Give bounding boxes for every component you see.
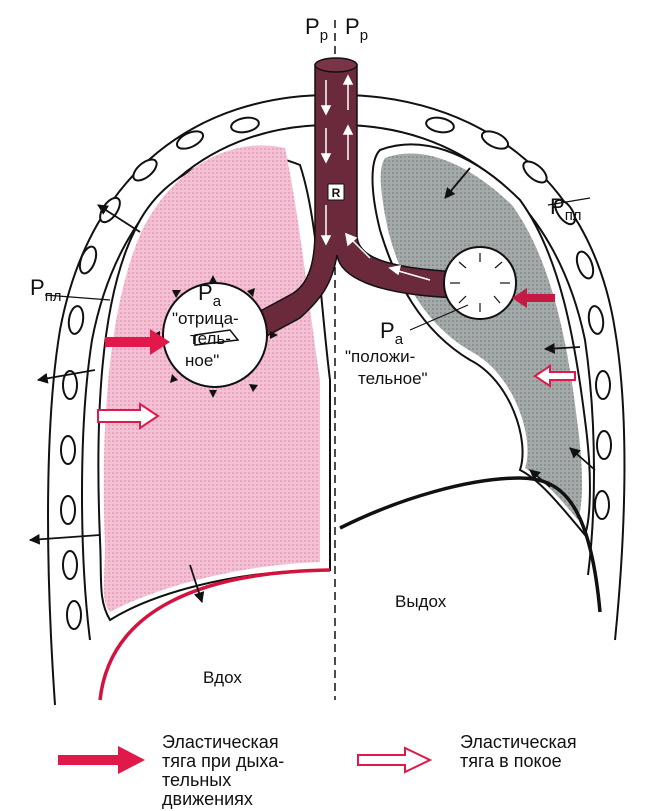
right-lung: [371, 143, 591, 538]
alveolus-right-state-2: тельное": [358, 369, 428, 388]
resistance-label: R: [332, 186, 341, 200]
chest-wall-right: [339, 94, 626, 641]
alveolus-right-state-1: "положи-: [345, 347, 415, 366]
rib-cross-sections-left: [60, 116, 260, 630]
pleural-arrows: [28, 167, 596, 604]
elastic-arrows-right: [512, 288, 576, 388]
pleural-pressure-left: Pпл: [30, 275, 62, 305]
elastic-arrows-left: [97, 329, 170, 430]
legend-dynamic-label: Эластическая тяга при дыха- тельных движ…: [162, 732, 285, 809]
alveolus-right: [443, 246, 517, 320]
resistance-box: [327, 183, 345, 201]
airway-pressure-left: Pр: [305, 14, 328, 44]
legend-dynamic-arrow: [58, 746, 145, 774]
diaphragm-inhale: [98, 568, 331, 701]
legend-rest-label: Эластическая тяга в покое: [460, 732, 577, 771]
alveolar-pressure-left: Pa: [198, 280, 222, 310]
airway: R: [239, 57, 461, 347]
diaphragm-exhale: [339, 476, 602, 613]
legend-rest-arrow: [357, 746, 433, 774]
alveolus-left-state-1: "отрица-: [172, 309, 239, 328]
airway-pressure-right: Pр: [345, 14, 368, 44]
exhale-label: Выдох: [395, 592, 447, 611]
inhale-label: Вдох: [203, 668, 242, 687]
alveolus-left: [152, 275, 278, 398]
rib-cross-sections-right: [425, 116, 612, 520]
chest-wall-left: [47, 94, 331, 706]
alveolus-left-state-3: ное": [185, 351, 219, 370]
alveolar-pressure-right: Pa: [380, 318, 404, 348]
alveolus-left-state-2: тель-: [190, 329, 231, 348]
pleural-pressure-right: Pпл: [550, 194, 582, 224]
